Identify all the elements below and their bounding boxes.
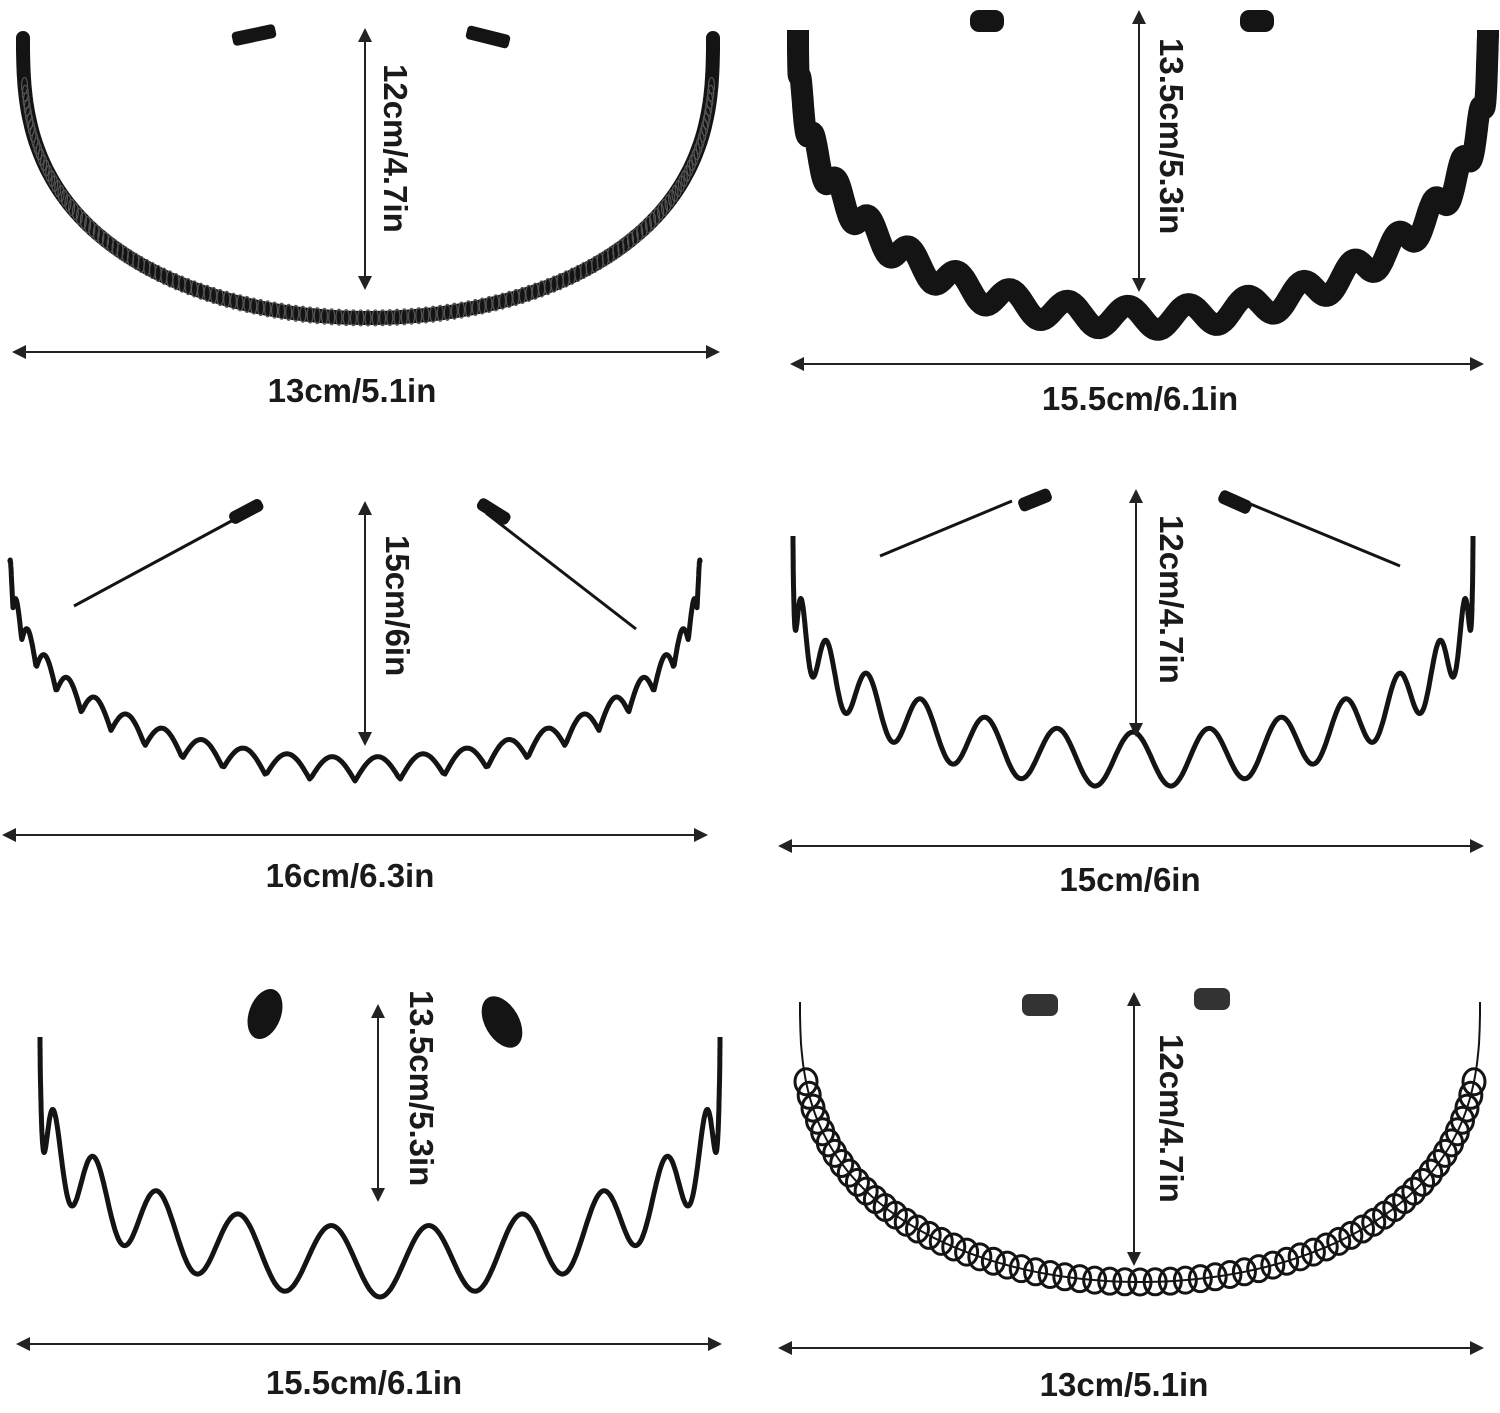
headband-image-coil (778, 988, 1487, 1355)
width-arrow (2, 828, 708, 842)
band-drawing (790, 488, 1476, 789)
panel-ribbon-wave-headband: 13.5cm/5.3in 15.5cm/6.1in (750, 0, 1500, 471)
band-drawing (793, 988, 1487, 1297)
height-arrow (1127, 992, 1141, 1266)
height-label: 12cm/4.7in (377, 64, 414, 233)
headband-image-comb (2, 498, 708, 842)
height-arrow (371, 1004, 385, 1202)
width-arrow (790, 357, 1484, 371)
panel-zigzag-wave-headband: 13.5cm/5.3in 15.5cm/6.1in (0, 942, 750, 1413)
headband-image-ribbon (787, 10, 1499, 371)
band-drawing (7, 498, 703, 784)
width-arrow (778, 839, 1484, 853)
width-label: 16cm/6.3in (265, 857, 435, 894)
headband-image-zigzag (16, 988, 723, 1351)
width-arrow (12, 345, 720, 359)
height-label: 13.5cm/5.3in (1153, 38, 1190, 235)
height-arrow (358, 501, 372, 746)
height-arrow (1132, 10, 1146, 292)
width-label: 13cm/5.1in (1039, 1366, 1209, 1403)
panel-coil-spiral-headband: 12cm/4.7in 13cm/5.1in (750, 942, 1500, 1413)
height-label: 15cm/6in (379, 535, 416, 677)
height-arrow (1129, 489, 1143, 737)
band-drawing (37, 988, 723, 1300)
headband-image-spring (12, 24, 720, 359)
width-label: 15.5cm/6.1in (265, 1364, 463, 1401)
width-arrow (778, 1341, 1484, 1355)
height-arrow (358, 28, 372, 290)
panel-spring-headband: 12cm/4.7in 13cm/5.1in (0, 0, 750, 471)
panel-comb-tooth-headband: 15cm/6in 16cm/6.3in (0, 471, 750, 942)
headband-image-deepwave (778, 488, 1484, 853)
panel-deep-wave-headband: 12cm/4.7in 15cm/6in (750, 471, 1500, 942)
height-label: 12cm/4.7in (1153, 515, 1190, 684)
band-drawing (787, 10, 1499, 341)
width-arrow (16, 1337, 722, 1351)
height-label: 12cm/4.7in (1153, 1034, 1190, 1203)
width-label: 15cm/6in (1059, 861, 1201, 898)
band-drawing (16, 24, 720, 327)
height-label: 13.5cm/5.3in (403, 990, 440, 1187)
width-label: 13cm/5.1in (267, 372, 437, 409)
width-label: 15.5cm/6.1in (1041, 380, 1239, 417)
